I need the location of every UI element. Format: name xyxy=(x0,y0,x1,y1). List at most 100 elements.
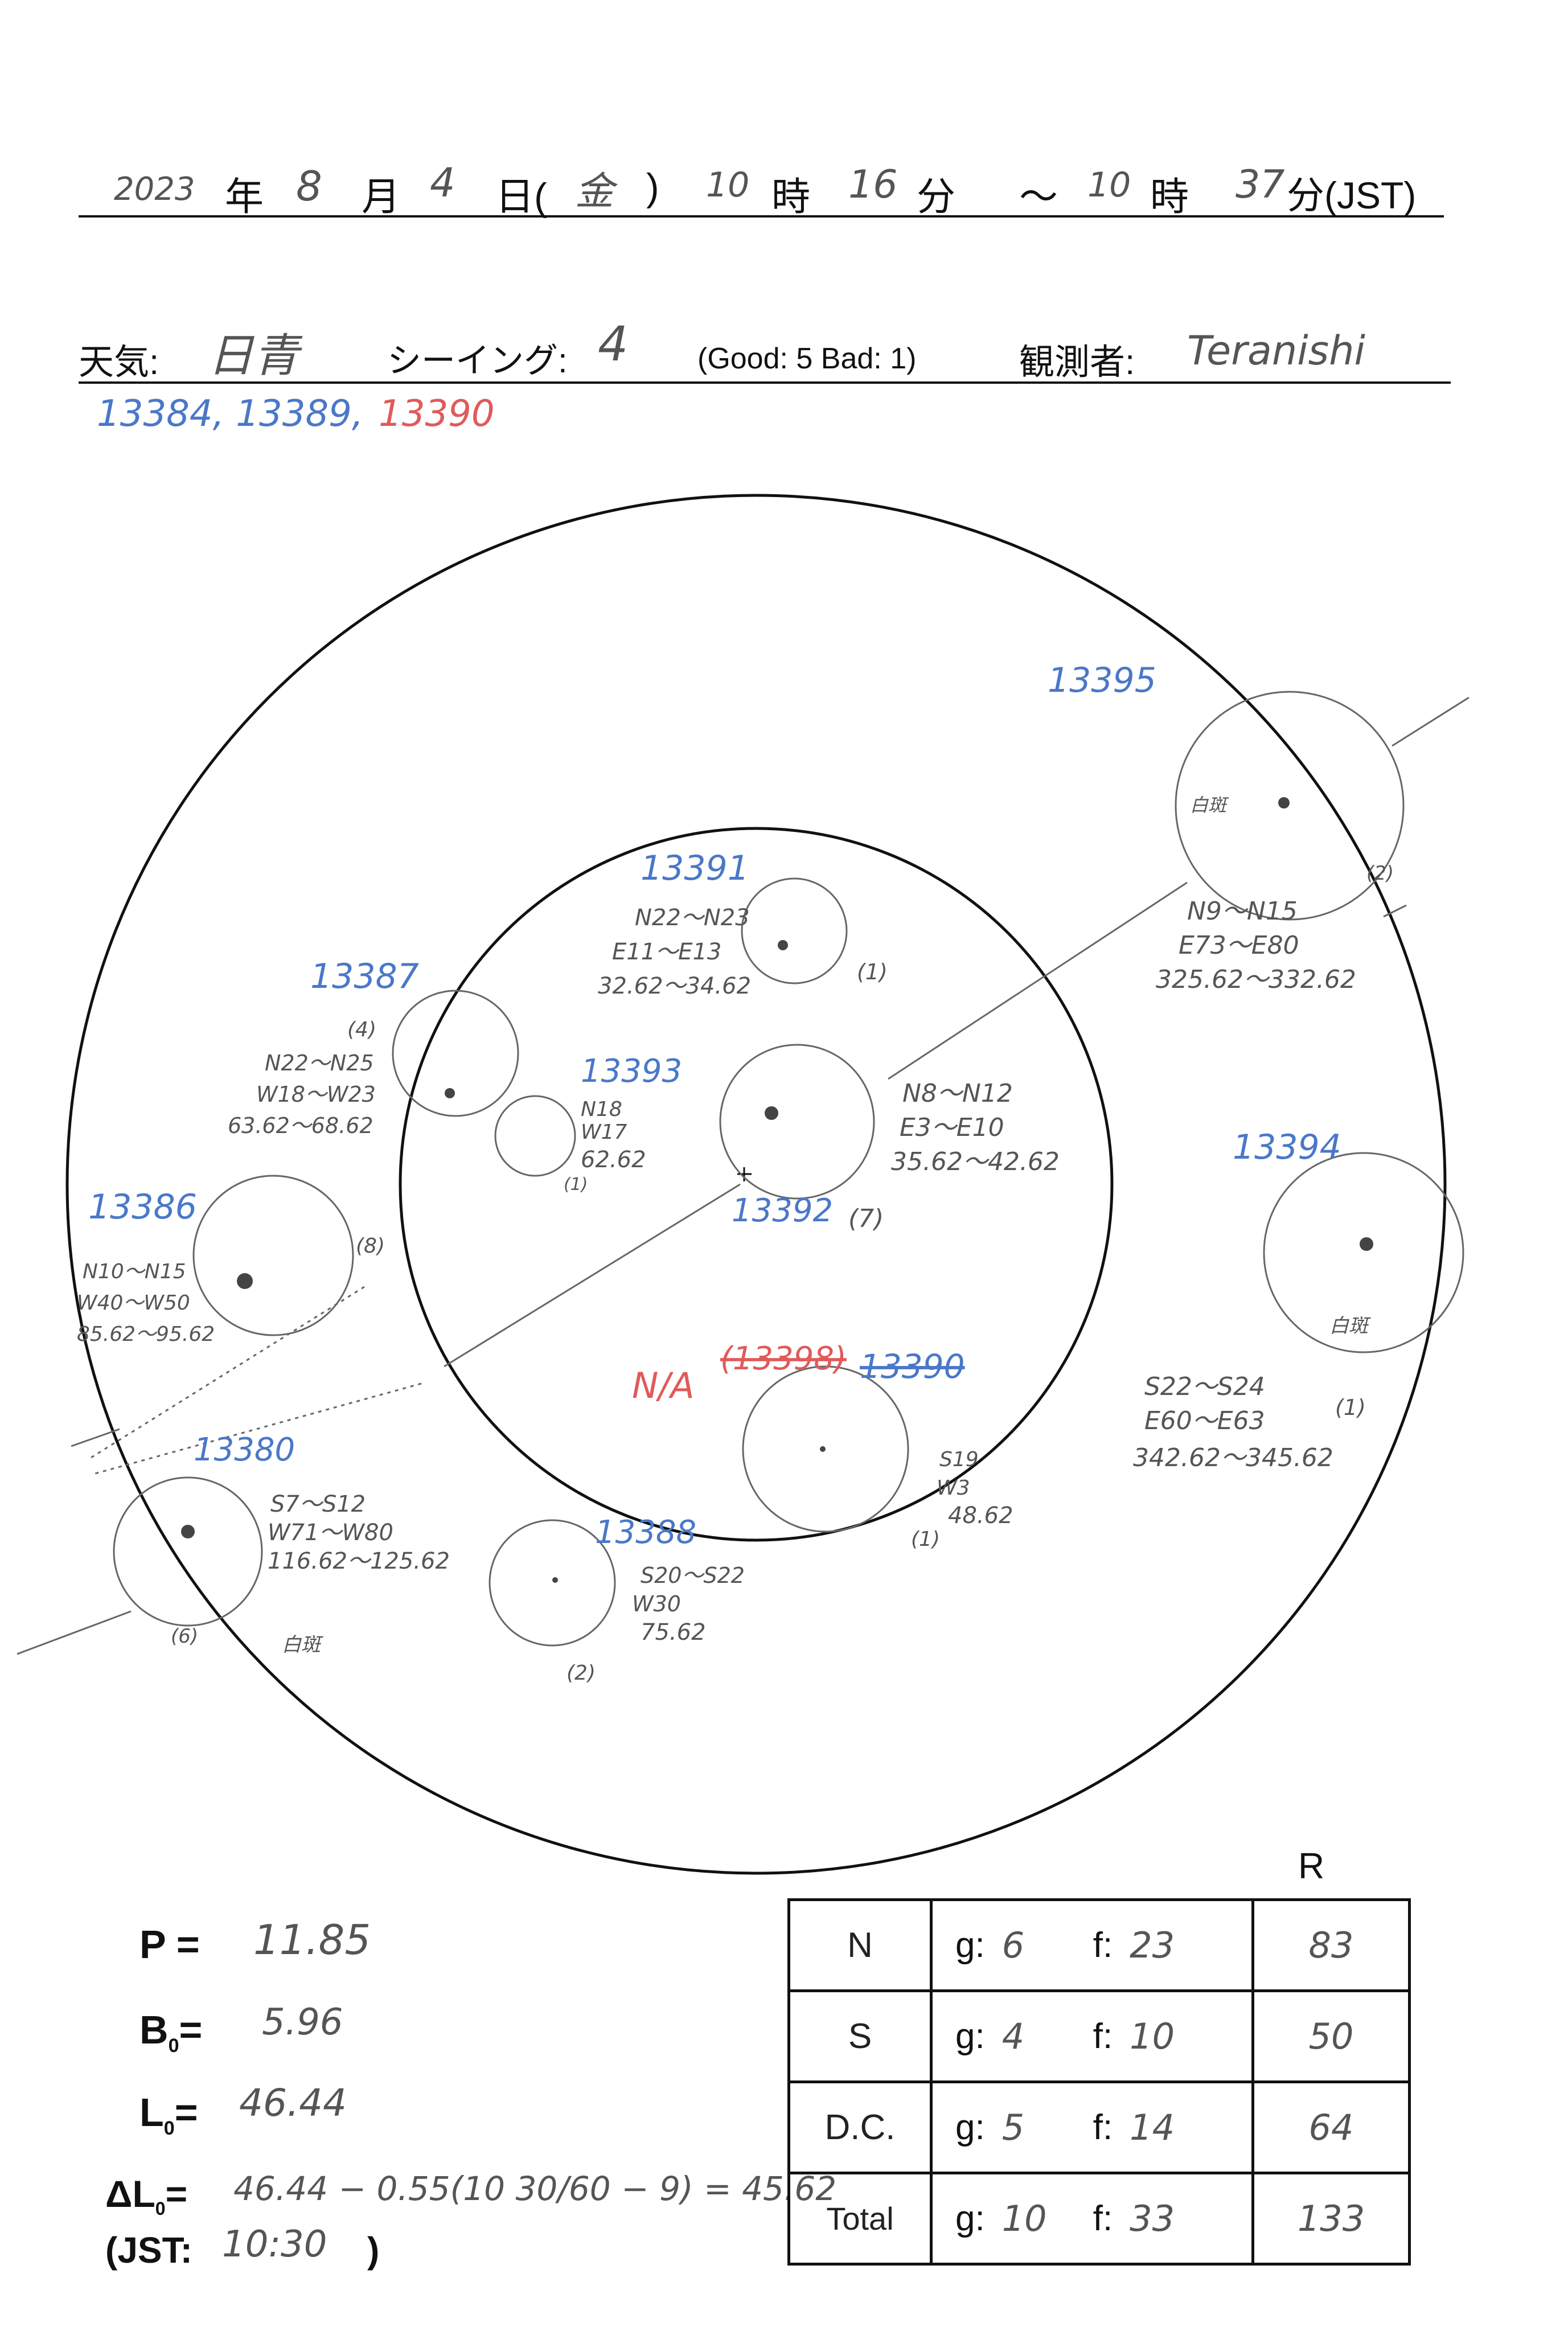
struck-region-number: (13398) xyxy=(720,1340,847,1377)
seeing-label: シーイング: xyxy=(387,342,568,380)
f-key: f: xyxy=(1093,2108,1113,2147)
lon-13380: W71～W80 xyxy=(268,1520,393,1546)
spot-13386 xyxy=(237,1273,253,1289)
inner-reference-circle xyxy=(399,827,1114,1542)
jst-label: (JST: xyxy=(105,2230,192,2271)
g-value: 4 xyxy=(1001,2016,1025,2057)
spot-13391 xyxy=(778,940,788,950)
start-min: 16 xyxy=(848,162,898,207)
lon-13395: E73～E80 xyxy=(1179,931,1299,960)
end-hour-unit: 時 xyxy=(1150,175,1189,219)
f-key: f: xyxy=(1093,1926,1113,1965)
l0-label: L0= xyxy=(139,2090,198,2139)
count-13393: (1) xyxy=(564,1175,588,1195)
carr-13391: 32.62～34.62 xyxy=(598,973,751,999)
lon-13386: W40～W50 xyxy=(77,1291,190,1315)
label-13393: 13393 xyxy=(581,1053,682,1090)
p-label: P = xyxy=(139,1922,200,1967)
pos-13392: N8～N12 xyxy=(902,1079,1013,1108)
row-label-s: S xyxy=(787,1989,933,2083)
end-min: 37 xyxy=(1235,162,1285,207)
region-circle-13393 xyxy=(494,1095,576,1177)
weather-label: 天気: xyxy=(79,343,159,382)
row-label-dc: D.C. xyxy=(787,2080,933,2174)
spot-13388 xyxy=(552,1577,558,1583)
lon-13387: W18～W23 xyxy=(256,1082,376,1107)
count-13380: (6) xyxy=(171,1625,198,1648)
gf-cell: g:4 f:10 xyxy=(930,1989,1254,2083)
table-row: N g:6 f:23 83 xyxy=(787,1898,1411,1992)
gf-cell: g:5 f:14 xyxy=(930,2080,1254,2174)
b0-value: 5.96 xyxy=(262,2001,343,2043)
note-13394: 白斑 xyxy=(1329,1315,1371,1337)
g-value: 6 xyxy=(1001,1924,1025,1966)
axis-dotted-1 xyxy=(91,1286,365,1459)
carr-13395: 325.62～332.62 xyxy=(1156,965,1356,994)
note-13395: 白斑 xyxy=(1190,794,1229,816)
axis-tick-e xyxy=(1383,904,1407,918)
time-tilde: ～ xyxy=(1019,175,1058,219)
year-unit: 年 xyxy=(225,175,264,219)
row-label-total: Total xyxy=(787,2172,933,2266)
gf-cell: g:10 f:33 xyxy=(930,2172,1254,2266)
start-hour: 10 xyxy=(706,165,750,205)
table-row: Total g:10 f:33 133 xyxy=(787,2172,1411,2266)
label-13387: 13387 xyxy=(310,957,419,996)
spot-13392 xyxy=(765,1106,778,1120)
region-circle-13387 xyxy=(392,990,519,1117)
region-circle-13390 xyxy=(742,1365,909,1533)
row-label-n: N xyxy=(787,1898,933,1992)
lon-13391: E11～E13 xyxy=(612,939,721,965)
year-value: 2023 xyxy=(114,171,195,208)
f-key: f: xyxy=(1093,2017,1113,2056)
region-circle-13388 xyxy=(489,1519,616,1647)
pos-13391: N22～N23 xyxy=(635,905,750,931)
count-13387: (4) xyxy=(347,1018,376,1041)
end-min-unit: 分(JST) xyxy=(1287,174,1417,216)
b0-label: B0= xyxy=(139,2008,203,2057)
axis-dotted-2 xyxy=(91,1382,422,1476)
lon-13393: W17 xyxy=(581,1121,627,1144)
lon-13392: E3～E10 xyxy=(900,1113,1004,1142)
count-13394: (1) xyxy=(1335,1395,1366,1420)
label-13395: 13395 xyxy=(1048,660,1156,700)
region-circle-13380 xyxy=(113,1476,263,1627)
weather-value: 日青 xyxy=(208,329,299,382)
r-column-header: R xyxy=(1298,1845,1325,1886)
start-min-unit: 分 xyxy=(917,175,956,219)
region-circle-13386 xyxy=(192,1175,354,1336)
gf-cell: g: 6 f: 23 xyxy=(930,1898,1254,1992)
g-value: 5 xyxy=(1001,2107,1025,2148)
count-13395: (2) xyxy=(1366,862,1394,885)
label-13386: 13386 xyxy=(88,1187,197,1227)
note-13380: 白斑 xyxy=(282,1634,323,1656)
lon-13390: W3 xyxy=(937,1476,970,1500)
spot-13390 xyxy=(820,1446,826,1452)
count-13392: (7) xyxy=(848,1204,884,1233)
seeing-value: 4 xyxy=(598,316,629,372)
jst-close: ) xyxy=(367,2230,380,2271)
na-annotation: N/A xyxy=(632,1365,695,1406)
spot-13387 xyxy=(445,1088,455,1098)
month-unit: 月 xyxy=(362,175,401,219)
p-value: 11.85 xyxy=(253,1916,371,1964)
day-unit: 日( xyxy=(495,175,547,219)
carr-13394: 342.62～345.62 xyxy=(1133,1443,1333,1472)
g-key: g: xyxy=(955,1926,985,1965)
carr-13380: 116.62～125.62 xyxy=(268,1548,450,1574)
weekday-close: ) xyxy=(646,166,659,209)
f-value: 23 xyxy=(1130,1924,1175,1966)
carr-13393: 62.62 xyxy=(581,1147,646,1173)
region-list-blue: 13384, 13389, xyxy=(97,393,364,435)
count-13390: (1) xyxy=(911,1528,940,1551)
label-13388: 13388 xyxy=(595,1514,696,1551)
solar-disk-outline xyxy=(65,494,1447,1875)
month-value: 8 xyxy=(296,162,322,210)
count-table: N g:6 f:23 83 S g:4 f:10 50 D.C. g:5 f:1… xyxy=(787,1898,1411,2266)
carr-13392: 35.62～42.62 xyxy=(891,1147,1060,1176)
label-13394: 13394 xyxy=(1233,1127,1341,1167)
pos-13388: S20～S22 xyxy=(641,1563,745,1588)
g-key: g: xyxy=(955,2108,985,2147)
axis-tick-ne xyxy=(1392,696,1470,747)
